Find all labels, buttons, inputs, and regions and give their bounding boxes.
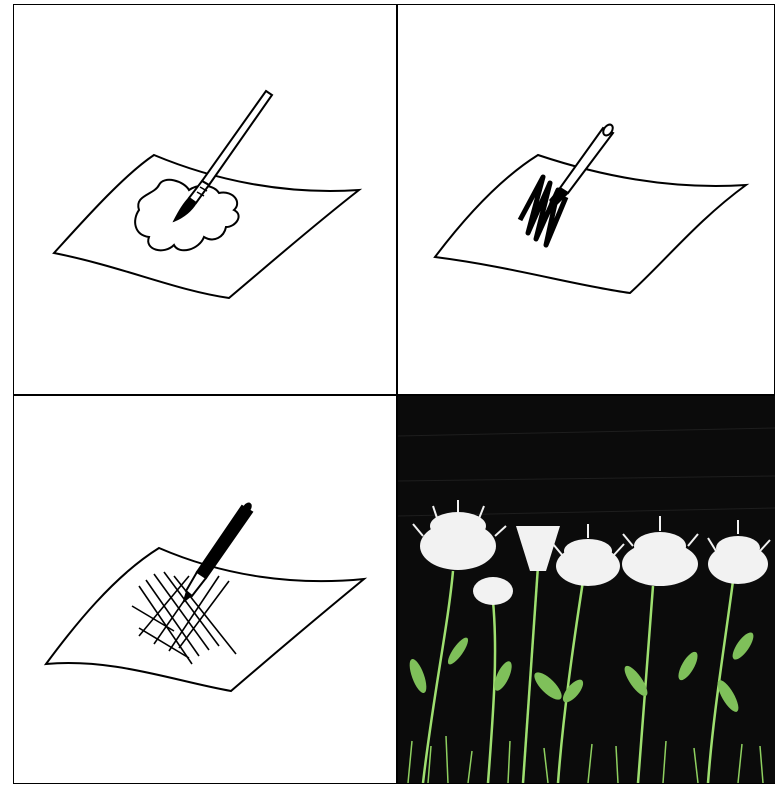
panel-flower-scratch-art bbox=[398, 396, 775, 783]
pen-crosshatch-illustration bbox=[14, 396, 396, 783]
brush-ink-blot-illustration bbox=[14, 5, 396, 394]
black-board bbox=[398, 396, 775, 783]
brush-handle bbox=[202, 91, 272, 185]
paper-sheet bbox=[435, 155, 746, 293]
flower-head-2 bbox=[473, 577, 513, 605]
brush-zigzag-illustration bbox=[398, 5, 775, 394]
flower-scratchboard-photo bbox=[398, 396, 775, 783]
panel-crosshatch-lines bbox=[14, 396, 396, 783]
panel-ink-blot bbox=[14, 5, 396, 394]
panel-zigzag-strokes bbox=[398, 5, 775, 394]
pen-body bbox=[197, 506, 252, 578]
